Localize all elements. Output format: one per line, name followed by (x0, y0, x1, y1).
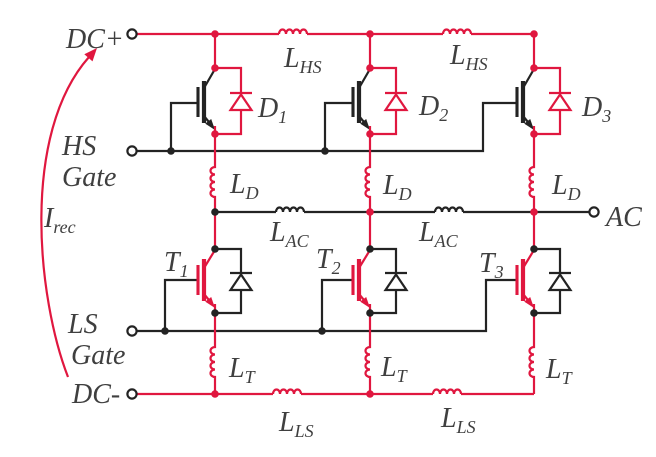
node-dot (167, 147, 175, 155)
ls-gate-lead-1 (163, 278, 198, 331)
diode-d3-label: D3 (581, 92, 611, 126)
hs-gate-label-line2: Gate (62, 162, 116, 193)
transistor-t3-label: T3 (479, 248, 504, 282)
node-dot (530, 208, 538, 216)
transistor-t1-label: T1 (164, 247, 189, 281)
inductor-lls-2 (431, 388, 463, 396)
ls-gate-terminal (126, 325, 138, 337)
i-rec-arrowhead (84, 48, 97, 62)
ac-label: AC (604, 202, 642, 233)
node-dot (366, 208, 374, 216)
transistor-t2-label: T2 (316, 244, 341, 278)
inductor-lhs-2 (441, 28, 473, 36)
inductor-lac-1-label: LAC (269, 217, 310, 251)
dc-plus-label: DC+ (65, 24, 124, 55)
node-dot (211, 208, 219, 216)
ls-gate-bus (137, 278, 517, 333)
node-dot (161, 327, 169, 335)
inductor-lls-2-label: LLS (440, 403, 476, 437)
dc-plus-terminal (126, 28, 138, 40)
hs-gate-label-line1: HS (61, 131, 96, 162)
inductor-lac-2-label: LAC (418, 217, 459, 251)
i-rec-arrow-curve (40, 56, 90, 378)
inductor-ld-2-label: LD (382, 170, 412, 204)
inductor-lac-1 (274, 206, 306, 214)
inductor-ld-1-label: LD (229, 169, 259, 203)
inductor-lhs-1 (277, 28, 309, 36)
i-rec-label: Irec (43, 203, 76, 237)
node-dot (318, 327, 326, 335)
inductor-lhs-2-label: LHS (449, 40, 488, 74)
hs-gate-lead-1 (169, 101, 198, 151)
inductor-lt-2-label: LT (380, 352, 409, 386)
dc-minus-terminal (126, 388, 138, 400)
inductor-lt-1-label: LT (228, 353, 257, 387)
dc-minus-label: DC- (71, 379, 120, 410)
hs-gate-bus (137, 101, 517, 153)
ls-gate-lead-2 (320, 278, 353, 331)
ls-gate-label-line1: LS (67, 309, 98, 340)
inductor-lac-2 (433, 206, 465, 214)
ls-gate-label-line2: Gate (71, 340, 125, 371)
inductor-lls-1-label: LLS (278, 407, 314, 441)
node-dot (211, 390, 219, 398)
diode-d2-label: D2 (418, 91, 448, 125)
hs-gate-lead-2 (323, 101, 353, 151)
node-dot (366, 390, 374, 398)
inductor-lt-3-label: LT (545, 354, 574, 388)
hs-gate-terminal (126, 145, 138, 157)
node-dot (321, 147, 329, 155)
ac-terminal (588, 206, 600, 218)
igbt-ls-leg3 (517, 212, 571, 394)
inductor-lls-1 (271, 388, 303, 396)
inductor-lhs-1-label: LHS (283, 43, 322, 77)
diode-d1-label: D1 (257, 93, 287, 127)
inductor-ld-3-label: LD (551, 170, 581, 204)
